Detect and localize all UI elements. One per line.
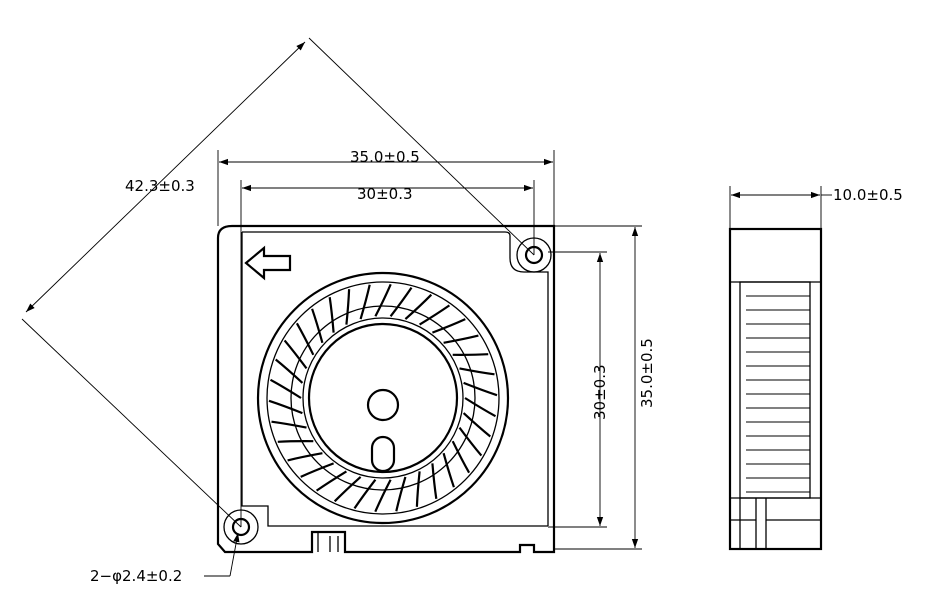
- impeller-blade: [389, 286, 413, 317]
- impeller: [256, 271, 510, 525]
- dim-diagonal-label: 42.3±0.3: [125, 177, 195, 195]
- dimension-hole-spacing-horizontal: 30±0.3: [240, 180, 535, 527]
- impeller-blade: [431, 463, 438, 499]
- impeller-blade: [443, 334, 479, 344]
- impeller-blade: [295, 322, 315, 356]
- impeller-blade: [419, 304, 451, 326]
- impeller-blade: [275, 358, 304, 384]
- impeller-blade: [451, 440, 471, 474]
- impeller-blade: [328, 297, 335, 333]
- impeller-blade: [462, 412, 491, 438]
- front-view: [216, 224, 556, 554]
- impeller-blade: [287, 452, 323, 462]
- fan-housing-inner: [241, 231, 549, 527]
- impeller-blade: [374, 283, 392, 317]
- dimension-thickness: 10.0±0.5: [729, 186, 903, 229]
- side-fins: [746, 295, 810, 493]
- impeller-blades: [268, 283, 498, 513]
- impeller-blade: [311, 308, 324, 344]
- impeller-blade: [283, 339, 308, 370]
- dimension-hole-spacing-vertical: 30±0.3: [548, 251, 609, 528]
- impeller-blade: [404, 293, 433, 320]
- dimension-overall-height: 35.0±0.5: [554, 225, 656, 550]
- impeller-blade: [458, 426, 483, 457]
- dimension-diagonal: 42.3±0.3: [21, 37, 535, 528]
- side-view: [728, 227, 823, 551]
- impeller-blade: [415, 471, 421, 507]
- fan-housing-outline: [216, 224, 556, 554]
- impeller-blade: [345, 289, 351, 325]
- impeller-blade: [353, 479, 377, 510]
- dimension-overall-width: 35.0±0.5: [217, 148, 555, 226]
- left-arrow-icon: [244, 245, 292, 281]
- impeller-blade: [333, 476, 362, 503]
- impeller-blade: [300, 462, 334, 478]
- dim-hole-spacing-v-label: 30±0.3: [591, 364, 609, 420]
- dim-hole-spacing-h-label: 30±0.3: [357, 185, 413, 203]
- impeller-blade: [452, 353, 489, 356]
- impeller-blade: [269, 378, 302, 399]
- outlet-tab: [317, 532, 339, 552]
- impeller-blade: [464, 397, 497, 418]
- hub-center: [366, 388, 400, 422]
- impeller-blade: [268, 399, 303, 415]
- impeller-blade: [459, 367, 495, 376]
- impeller-blade: [277, 440, 314, 443]
- impeller-blade: [463, 381, 498, 397]
- impeller-blade: [315, 470, 347, 492]
- side-housing: [728, 227, 823, 551]
- hole-callout: 2−φ2.4±0.2: [90, 532, 240, 585]
- impeller-blade: [359, 284, 371, 320]
- hub-slot: [370, 435, 396, 473]
- impeller-blade: [271, 420, 307, 429]
- impeller-blade: [432, 318, 466, 334]
- impeller-blade: [395, 476, 407, 512]
- dim-thickness-label: 10.0±0.5: [833, 186, 903, 204]
- hole-callout-label: 2−φ2.4±0.2: [90, 567, 182, 585]
- dim-overall-width-label: 35.0±0.5: [350, 148, 420, 166]
- impeller-blade: [374, 479, 392, 513]
- impeller-blade: [442, 452, 455, 488]
- dim-overall-height-label: 35.0±0.5: [638, 338, 656, 408]
